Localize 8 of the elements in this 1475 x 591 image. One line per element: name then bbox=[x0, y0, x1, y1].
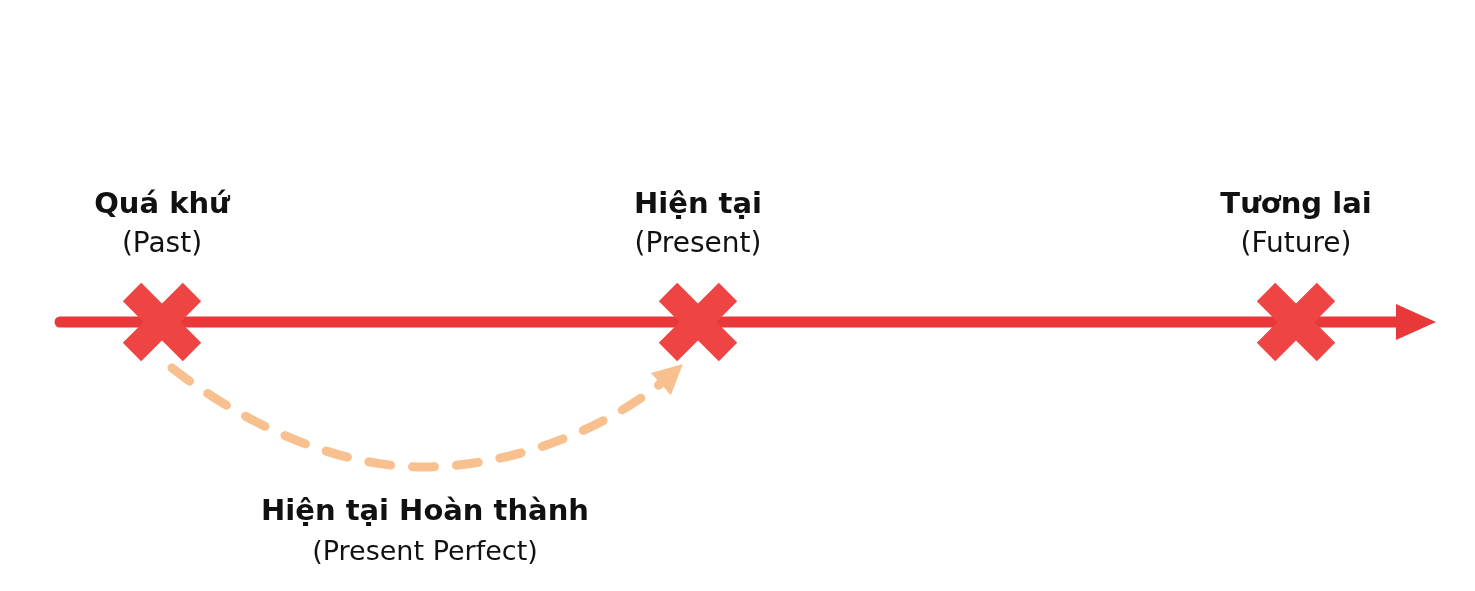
point-title: Quá khứ bbox=[93, 186, 232, 220]
dashed-arrow bbox=[167, 363, 684, 472]
point-subtitle: (Future) bbox=[1239, 226, 1353, 259]
point-subtitle: (Present) bbox=[633, 226, 763, 259]
point-subtitle: (Past) bbox=[120, 226, 204, 259]
point-title: Hiện tại bbox=[633, 186, 763, 220]
point-title: Tương lai bbox=[1219, 186, 1373, 220]
edge-label: Hiện tại Hoàn thành (Present Perfect) bbox=[260, 492, 590, 568]
